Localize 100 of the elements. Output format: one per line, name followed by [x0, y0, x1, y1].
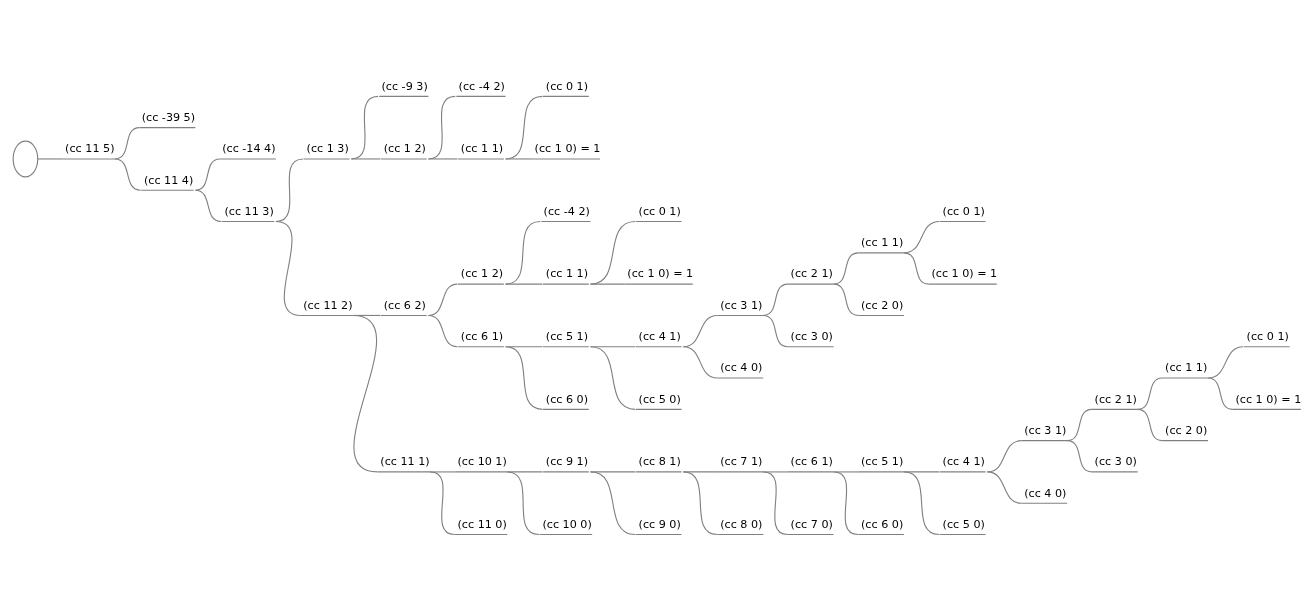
- node-text: (cc 1 0) = 1: [627, 267, 694, 281]
- connector: [505, 346, 543, 410]
- node-text: (cc 4 1): [942, 455, 985, 469]
- node-text: (cc -4 2): [458, 79, 505, 93]
- node-text: (cc 1 2): [460, 267, 504, 281]
- connector: [1137, 408, 1163, 442]
- node-text: (cc 2 0): [1165, 423, 1208, 437]
- connector: [114, 158, 142, 191]
- connector: [37, 158, 63, 160]
- connector: [589, 346, 636, 410]
- node-text: (cc 6 0): [545, 392, 589, 406]
- node-text: (cc 5 0): [638, 392, 681, 406]
- connector: [352, 314, 379, 473]
- node-text: (cc 1 0) = 1: [534, 142, 601, 156]
- connector: [1207, 346, 1244, 379]
- node-text: (cc 6 2): [383, 298, 426, 312]
- connector: [589, 471, 636, 536]
- connector: [589, 221, 636, 285]
- node-text: (cc 2 1): [790, 267, 833, 281]
- connector: [762, 471, 789, 536]
- connector: [427, 158, 459, 160]
- node-text: (cc 4 0): [720, 361, 763, 375]
- node-text: (cc 6 1): [460, 330, 504, 344]
- connector: [1207, 377, 1234, 410]
- node-text: (cc 7 1): [720, 455, 763, 469]
- connector: [350, 158, 381, 160]
- connector: [194, 189, 222, 223]
- node-text: (cc 4 1): [638, 330, 681, 344]
- node-text: (cc 8 0): [720, 517, 763, 531]
- node-text: (cc 11 2): [303, 298, 353, 312]
- connector: [833, 471, 859, 536]
- connector: [762, 314, 789, 348]
- node-text: (cc 1 1): [861, 236, 904, 250]
- node-text: (cc 2 0): [861, 298, 904, 312]
- connector: [682, 471, 718, 473]
- node-text: (cc -39 5): [141, 110, 196, 124]
- connector: [903, 471, 940, 473]
- connector: [506, 471, 543, 473]
- node-text: (cc 0 1): [638, 204, 681, 218]
- connector: [682, 346, 718, 379]
- node-text: (cc 10 1): [457, 455, 507, 469]
- node-text: (cc -14 4): [222, 142, 276, 156]
- node-text: (cc 4 0): [1024, 486, 1067, 500]
- connector: [505, 283, 543, 285]
- node-text: (cc 6 1): [790, 455, 833, 469]
- connector: [506, 471, 540, 536]
- connector: [1066, 440, 1093, 473]
- node-text: (cc 5 0): [942, 517, 985, 531]
- node-text: (cc 3 1): [720, 298, 763, 312]
- node-text: (cc -4 2): [543, 204, 590, 218]
- node-text: (cc 1 1): [545, 267, 589, 281]
- connector: [986, 471, 1022, 504]
- connector: [427, 314, 459, 348]
- node-text: (cc 3 1): [1024, 423, 1067, 437]
- node-text: (cc 11 3): [224, 204, 274, 218]
- node-text: (cc 0 1): [942, 204, 985, 218]
- connector: [429, 471, 456, 536]
- node-text: (cc 3 0): [1094, 455, 1137, 469]
- node-text: (cc 1 1): [1165, 361, 1208, 375]
- node-text: (cc 1 0) = 1: [1235, 392, 1302, 406]
- connector: [1137, 377, 1163, 410]
- connector: [682, 471, 718, 536]
- connector: [194, 158, 221, 191]
- node-text: (cc 11 4): [143, 173, 194, 187]
- node-text: (cc 1 3): [306, 142, 349, 156]
- connector: [505, 221, 541, 285]
- connector: [762, 471, 789, 473]
- connector: [275, 221, 301, 316]
- node-text: (cc 5 1): [545, 330, 589, 344]
- connector: [833, 471, 859, 473]
- node-text: (cc 8 1): [638, 455, 681, 469]
- connector: [114, 127, 140, 160]
- node-text: (cc 10 0): [542, 517, 592, 531]
- node-text: (cc -9 3): [381, 79, 428, 93]
- connector: [589, 283, 626, 285]
- connector: [833, 252, 859, 285]
- node-text: (cc 0 1): [545, 79, 589, 93]
- node-text: (cc 11 1): [380, 455, 430, 469]
- node-text: (cc 0 1): [1246, 330, 1289, 344]
- node-text: (cc 6 0): [861, 517, 904, 531]
- node-text: (cc 11 5): [65, 142, 115, 156]
- node-text: (cc 2 1): [1094, 392, 1137, 406]
- connector: [505, 95, 543, 160]
- node-circle: [12, 140, 39, 178]
- node-text: (cc 1 2): [383, 142, 426, 156]
- node-text: (cc 11 0): [457, 517, 507, 531]
- connector: [589, 471, 636, 473]
- node-text: (cc 7 0): [790, 517, 833, 531]
- connector: [505, 158, 533, 160]
- connector: [350, 95, 379, 160]
- connector: [903, 471, 940, 536]
- connector: [903, 252, 930, 285]
- node-text: (cc 5 1): [861, 455, 904, 469]
- node-text: (cc 9 1): [545, 455, 589, 469]
- node-text: (cc 1 1): [460, 142, 504, 156]
- connector: [429, 471, 456, 473]
- node-text: (cc 9 0): [638, 517, 681, 531]
- connector: [833, 283, 859, 316]
- node-text: (cc 1 0) = 1: [931, 267, 998, 281]
- node-text: (cc 3 0): [790, 330, 833, 344]
